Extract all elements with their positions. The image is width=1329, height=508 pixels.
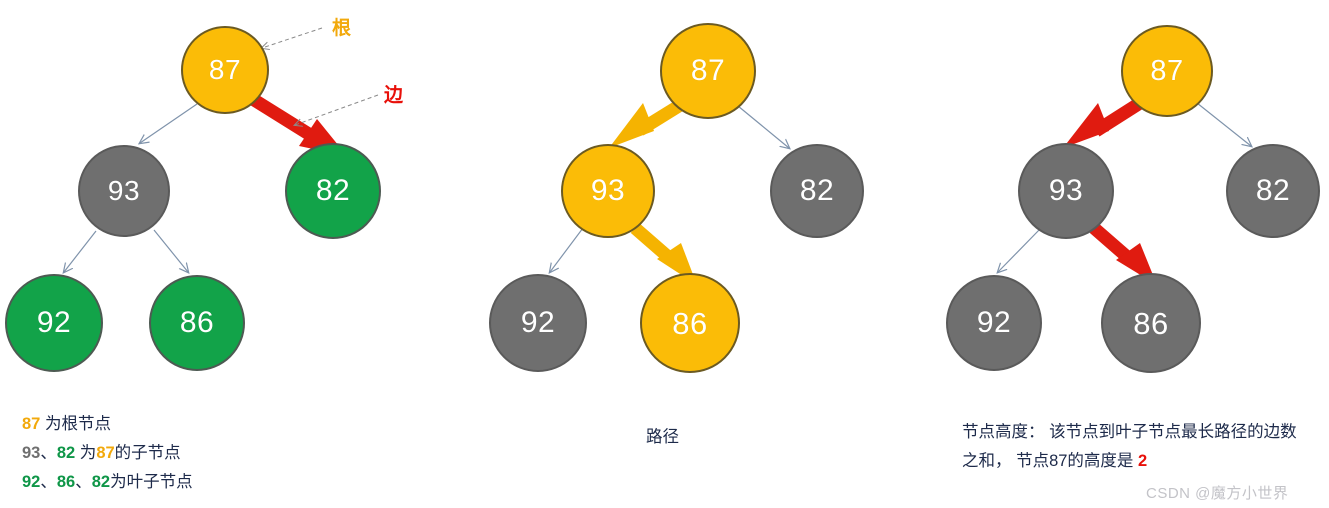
node-87-label: 87 bbox=[1150, 54, 1184, 87]
caption-height-line-2: 径的边数之和， 节点87的高度是 2 bbox=[962, 423, 1297, 470]
node-87-label: 87 bbox=[690, 54, 726, 87]
text-run: 为叶子节点 bbox=[110, 473, 193, 491]
node-82-label: 82 bbox=[799, 174, 835, 207]
text-run: 93 bbox=[22, 444, 41, 462]
text-run: 92 bbox=[22, 473, 41, 491]
text-run: 82 bbox=[91, 473, 111, 491]
text-run: 86 bbox=[56, 473, 76, 491]
leader-root bbox=[262, 27, 323, 48]
text-run: 节点87的高度是 bbox=[1011, 452, 1139, 470]
node-92-label: 92 bbox=[976, 306, 1012, 339]
node-92[interactable]: 92 bbox=[5, 274, 103, 372]
csdn-watermark: CSDN @魔方小世界 bbox=[1146, 485, 1289, 502]
node-86[interactable]: 86 bbox=[1101, 273, 1201, 373]
node-93-label: 93 bbox=[590, 174, 626, 207]
panel-height: 87 93 82 92 86 bbox=[900, 0, 1329, 508]
highlight-edge-87-93 bbox=[1063, 97, 1144, 148]
edge-87-82 bbox=[737, 105, 789, 148]
node-82[interactable]: 82 bbox=[770, 144, 864, 238]
panel-2-edges bbox=[450, 98, 900, 285]
node-86-label: 86 bbox=[1133, 305, 1169, 341]
edge-87-82 bbox=[1196, 102, 1251, 146]
legend-line-2: 93、82 为87的子节点 bbox=[22, 439, 193, 468]
node-87[interactable]: 87 bbox=[660, 23, 756, 119]
text-run: 节点高度： bbox=[962, 423, 1045, 441]
node-93[interactable]: 93 bbox=[1018, 143, 1114, 239]
text-run: 该节点到叶子节点最长路 bbox=[1044, 423, 1231, 441]
node-82[interactable]: 82 bbox=[285, 143, 381, 239]
legend-line-1: 87 为根节点 bbox=[22, 410, 193, 439]
caption-height-line-1: 节点高度： 该节点到叶子节点最长路 bbox=[962, 423, 1231, 441]
node-87-label: 87 bbox=[208, 54, 242, 85]
node-86[interactable]: 86 bbox=[149, 275, 245, 371]
legend-line-3: 92、86、82为叶子节点 bbox=[22, 468, 193, 497]
text-run: 87 bbox=[22, 415, 41, 433]
panel-basic-terms: 87 93 82 92 86 根 边 bbox=[0, 0, 450, 508]
node-82-label: 82 bbox=[315, 174, 351, 207]
node-82[interactable]: 82 bbox=[1226, 144, 1320, 238]
node-93-label: 93 bbox=[107, 175, 141, 206]
node-92[interactable]: 92 bbox=[489, 274, 587, 372]
edge-93-92 bbox=[550, 227, 584, 272]
node-86[interactable]: 86 bbox=[640, 273, 740, 373]
leader-edge bbox=[295, 94, 379, 125]
node-86-label: 86 bbox=[672, 305, 708, 341]
text-run: 、 bbox=[40, 473, 57, 491]
node-92-label: 92 bbox=[520, 306, 556, 339]
panel-path: 87 93 82 92 86 bbox=[450, 0, 900, 508]
node-87[interactable]: 87 bbox=[1121, 25, 1213, 117]
text-run: 87 bbox=[96, 444, 115, 462]
edge-87-93 bbox=[140, 103, 198, 143]
node-82-label: 82 bbox=[1255, 174, 1291, 207]
node-86-label: 86 bbox=[179, 306, 215, 339]
edge-callout-label: 边 bbox=[384, 85, 404, 106]
node-93[interactable]: 93 bbox=[561, 144, 655, 238]
edge-93-92 bbox=[998, 227, 1042, 272]
node-92[interactable]: 92 bbox=[946, 275, 1042, 371]
text-run: 82 bbox=[56, 444, 76, 462]
edge-93-92 bbox=[64, 230, 97, 272]
text-run: 2 bbox=[1138, 452, 1148, 470]
node-93-label: 93 bbox=[1048, 174, 1084, 207]
node-87[interactable]: 87 bbox=[181, 26, 269, 114]
text-run: 、 bbox=[75, 473, 92, 491]
text-run: 为根节点 bbox=[40, 415, 111, 433]
root-callout-label: 根 bbox=[332, 18, 352, 39]
caption-path: 路径 bbox=[646, 428, 679, 446]
node-92-label: 92 bbox=[36, 306, 72, 339]
text-run: 、 bbox=[40, 444, 57, 462]
node-93[interactable]: 93 bbox=[78, 145, 170, 237]
highlight-edge-87-93 bbox=[609, 98, 686, 148]
text-run: 为 bbox=[75, 444, 97, 462]
caption-node-height: 节点高度： 该节点到叶子节点最长路径的边数之和， 节点87的高度是 2 bbox=[962, 418, 1302, 476]
text-run: 径的边数之和， bbox=[962, 423, 1297, 470]
edge-93-86 bbox=[153, 229, 188, 272]
text-run: 的子节点 bbox=[114, 444, 181, 462]
